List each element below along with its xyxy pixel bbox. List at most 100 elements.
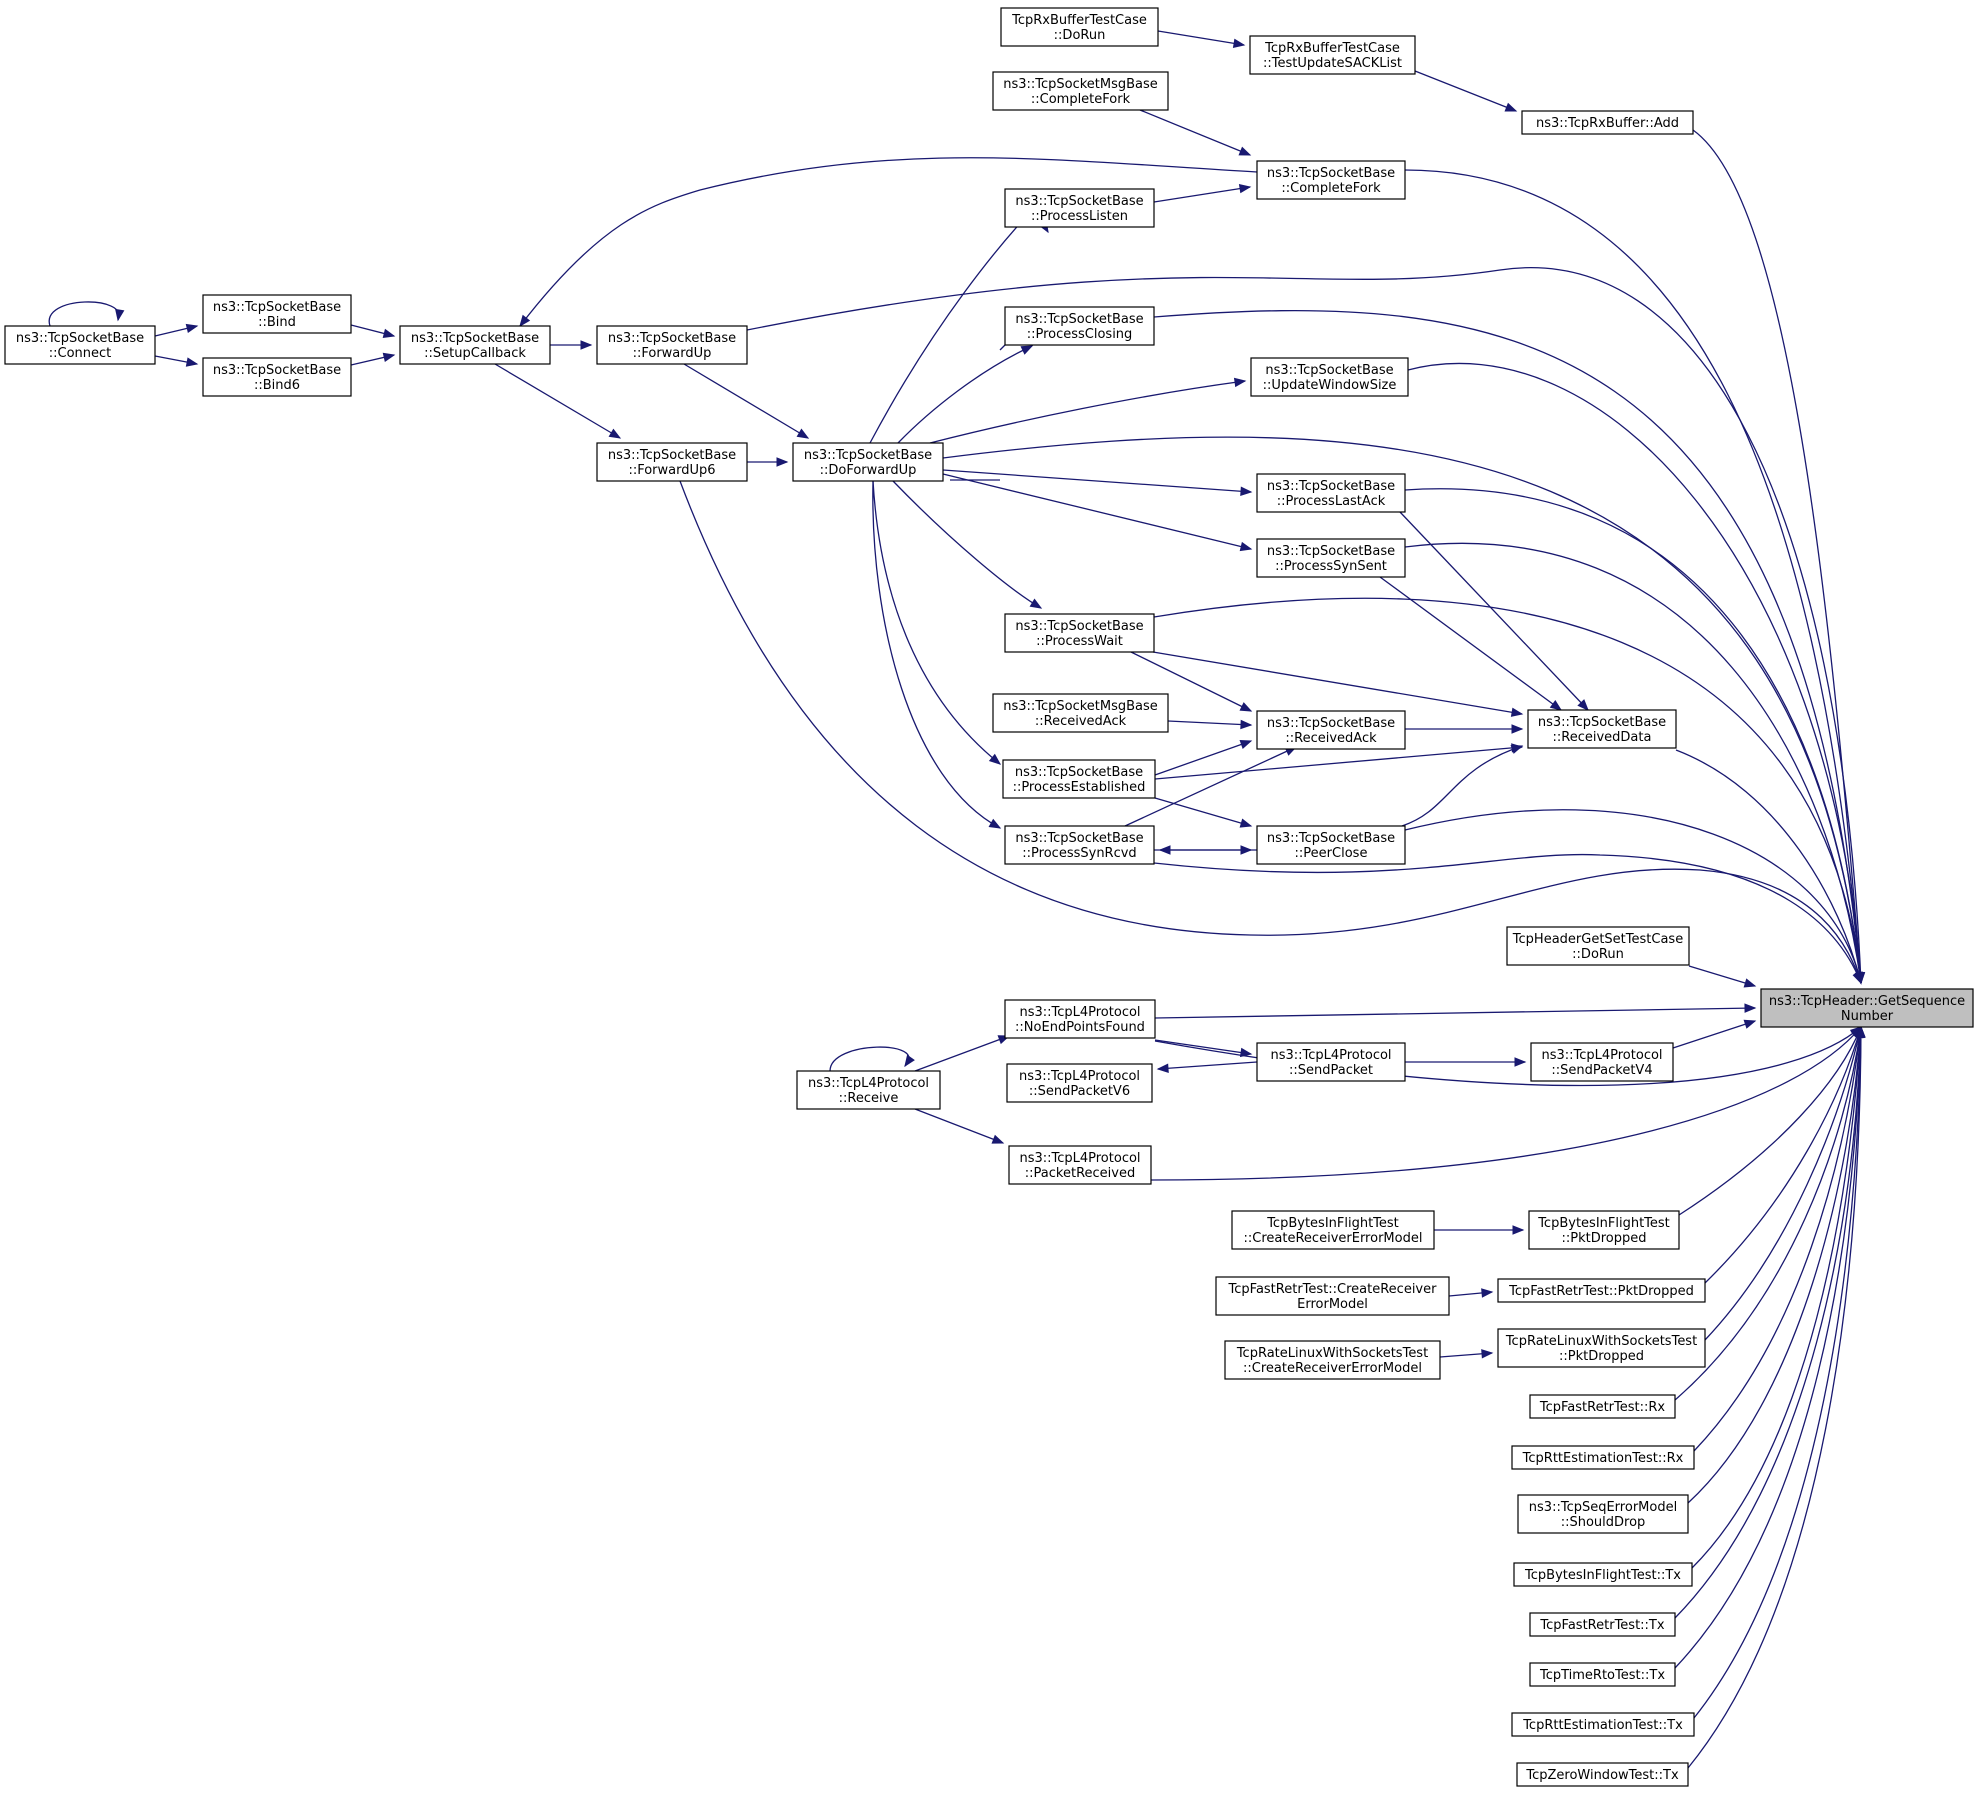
node-peerclose[interactable]: ns3::TcpSocketBase::PeerClose: [1256, 825, 1406, 865]
edge-14: [747, 457, 789, 467]
node-box: [1002, 759, 1156, 799]
edge-61: [48, 301, 125, 327]
node-l4-receive[interactable]: ns3::TcpL4Protocol::Receive: [796, 1070, 941, 1110]
node-forwardup6[interactable]: ns3::TcpSocketBase::ForwardUp6: [596, 442, 748, 482]
node-box: [1530, 1042, 1674, 1082]
arrowhead-icon: [1510, 744, 1524, 754]
arrowhead-icon: [185, 357, 199, 367]
node-label: ns3::TcpSocketBase: [411, 331, 539, 346]
node-bind[interactable]: ns3::TcpSocketBase::Bind: [202, 294, 352, 334]
node-doforwardup[interactable]: ns3::TcpSocketBase::DoForwardUp: [792, 442, 944, 482]
edge-11: [550, 340, 593, 350]
arrowhead-icon: [115, 308, 125, 322]
edge-line: [1404, 169, 1862, 984]
node-forwardup[interactable]: ns3::TcpSocketBase::ForwardUp: [596, 325, 748, 365]
edge-line: [1401, 745, 1523, 827]
edge-line: [1704, 1026, 1862, 1284]
node-rxbtc-update[interactable]: TcpRxBufferTestCase::TestUpdateSACKList: [1249, 35, 1416, 75]
node-receivedack[interactable]: ns3::TcpSocketBase::ReceivedAck: [1256, 710, 1406, 750]
node-box: [4, 325, 156, 365]
node-processsynsent[interactable]: ns3::TcpSocketBase::ProcessSynSent: [1256, 538, 1406, 578]
edge-line: [1674, 1026, 1862, 1401]
node-receiveddata[interactable]: ns3::TcpSocketBase::ReceivedData: [1527, 709, 1677, 749]
node-label: ::ProcessClosing: [1027, 327, 1133, 342]
node-label: ns3::TcpSocketBase: [1015, 831, 1143, 846]
arrowhead-icon: [991, 1134, 1005, 1144]
node-rtt-tx[interactable]: TcpRttEstimationTest::Tx: [1511, 1712, 1695, 1737]
node-bif-create[interactable]: TcpBytesInFlightTest::CreateReceiverErro…: [1231, 1210, 1435, 1250]
node-rlws-create[interactable]: TcpRateLinuxWithSocketsTest::CreateRecei…: [1224, 1340, 1441, 1380]
node-box: [1516, 1762, 1689, 1787]
node-box: [1256, 1042, 1406, 1082]
node-updatewindowsize[interactable]: ns3::TcpSocketBase::UpdateWindowSize: [1250, 357, 1409, 397]
edge-63: [1448, 1288, 1494, 1298]
arrowhead-icon: [608, 428, 622, 439]
node-box: [1256, 825, 1406, 865]
node-msg-completefork[interactable]: ns3::TcpSocketMsgBase::CompleteFork: [992, 71, 1169, 111]
edge-60: [829, 1046, 915, 1072]
node-label: ::Receive: [839, 1091, 899, 1106]
node-label: ::ProcessListen: [1031, 209, 1128, 224]
node-noendpoints[interactable]: ns3::TcpL4Protocol::NoEndPointsFound: [1004, 999, 1156, 1039]
node-label: TcpZeroWindowTest::Tx: [1525, 1768, 1679, 1783]
node-completefork[interactable]: ns3::TcpSocketBase::CompleteFork: [1256, 160, 1406, 200]
node-rtt-rx[interactable]: TcpRttEstimationTest::Rx: [1511, 1445, 1695, 1470]
node-bif-tx[interactable]: TcpBytesInFlightTest::Tx: [1513, 1562, 1693, 1587]
edge-27: [1154, 740, 1253, 776]
node-sendpacketv4[interactable]: ns3::TcpL4Protocol::SendPacketV4: [1530, 1042, 1674, 1082]
edge-line: [519, 157, 1258, 327]
node-processlastack[interactable]: ns3::TcpSocketBase::ProcessLastAck: [1256, 473, 1406, 513]
node-fr-create[interactable]: TcpFastRetrTest::CreateReceiverErrorMode…: [1215, 1276, 1450, 1316]
node-fr-pktdropped[interactable]: TcpFastRetrTest::PktDropped: [1497, 1278, 1706, 1303]
node-fr-rx[interactable]: TcpFastRetrTest::Rx: [1529, 1394, 1676, 1419]
node-sendpacketv6[interactable]: ns3::TcpL4Protocol::SendPacketV6: [1006, 1063, 1153, 1103]
node-rxbuf-add[interactable]: ns3::TcpRxBuffer::Add: [1521, 110, 1694, 135]
node-hgst-dorun[interactable]: TcpHeaderGetSetTestCase::DoRun: [1506, 926, 1690, 966]
node-timerto-tx[interactable]: TcpTimeRtoTest::Tx: [1529, 1662, 1676, 1687]
node-rlws-pktdropped[interactable]: TcpRateLinuxWithSocketsTest::PktDropped: [1497, 1328, 1706, 1368]
edge-44: [1404, 542, 1865, 985]
node-label: ns3::TcpSocketBase: [1538, 715, 1666, 730]
node-seqerr-shoulddrop[interactable]: ns3::TcpSeqErrorModel::ShouldDrop: [1517, 1494, 1689, 1534]
node-zw-tx[interactable]: TcpZeroWindowTest::Tx: [1516, 1762, 1689, 1787]
node-packetreceived[interactable]: ns3::TcpL4Protocol::PacketReceived: [1008, 1145, 1152, 1185]
node-msg-receivedack[interactable]: ns3::TcpSocketMsgBase::ReceivedAck: [992, 693, 1169, 733]
node-sendpacket[interactable]: ns3::TcpL4Protocol::SendPacket: [1256, 1042, 1406, 1082]
node-label: TcpFastRetrTest::Tx: [1539, 1618, 1664, 1633]
node-processclosing[interactable]: ns3::TcpSocketBase::ProcessClosing: [1004, 306, 1155, 346]
node-label: ::DoForwardUp: [820, 463, 917, 478]
node-label: ::SetupCallback: [424, 346, 526, 361]
node-bind6[interactable]: ns3::TcpSocketBase::Bind6: [202, 357, 352, 397]
edge-16: [897, 345, 1034, 444]
node-processsynrcvd[interactable]: ns3::TcpSocketBase::ProcessSynRcvd: [1004, 825, 1155, 865]
node-processlisten[interactable]: ns3::TcpSocketBase::ProcessListen: [1004, 188, 1155, 228]
edge-line: [872, 480, 1001, 765]
edge-26: [1152, 651, 1524, 717]
edge-line: [1157, 30, 1245, 46]
node-box: [1004, 613, 1155, 653]
arrowhead-icon: [1743, 1019, 1757, 1029]
node-processwait[interactable]: ns3::TcpSocketBase::ProcessWait: [1004, 613, 1155, 653]
edge-line: [1414, 70, 1517, 112]
edge-line: [494, 363, 621, 439]
node-label: ::DoRun: [1572, 947, 1624, 962]
arrowhead-icon: [904, 1054, 915, 1068]
node-bif-pktdropped[interactable]: TcpBytesInFlightTest::PktDropped: [1528, 1210, 1680, 1250]
edge-8: [154, 355, 199, 367]
edge-line: [679, 480, 1862, 984]
node-processestablished[interactable]: ns3::TcpSocketBase::ProcessEstablished: [1002, 759, 1156, 799]
edge-58: [914, 1035, 1011, 1072]
edge-17: [929, 377, 1247, 444]
node-rxbtc-dorun[interactable]: TcpRxBufferTestCase::DoRun: [1000, 7, 1159, 47]
arrowhead-icon: [1239, 818, 1253, 828]
node-label: ns3::TcpSocketBase: [1267, 166, 1395, 181]
node-setupcallback[interactable]: ns3::TcpSocketBase::SetupCallback: [399, 325, 551, 365]
edge-line: [872, 480, 1001, 829]
node-box: [1004, 188, 1155, 228]
arrowhead-icon: [1744, 1003, 1757, 1013]
node-connect[interactable]: ns3::TcpSocketBase::Connect: [4, 325, 156, 365]
node-fr-tx[interactable]: TcpFastRetrTest::Tx: [1529, 1612, 1676, 1637]
edge-line: [746, 267, 1862, 984]
edge-line: [1167, 720, 1252, 726]
